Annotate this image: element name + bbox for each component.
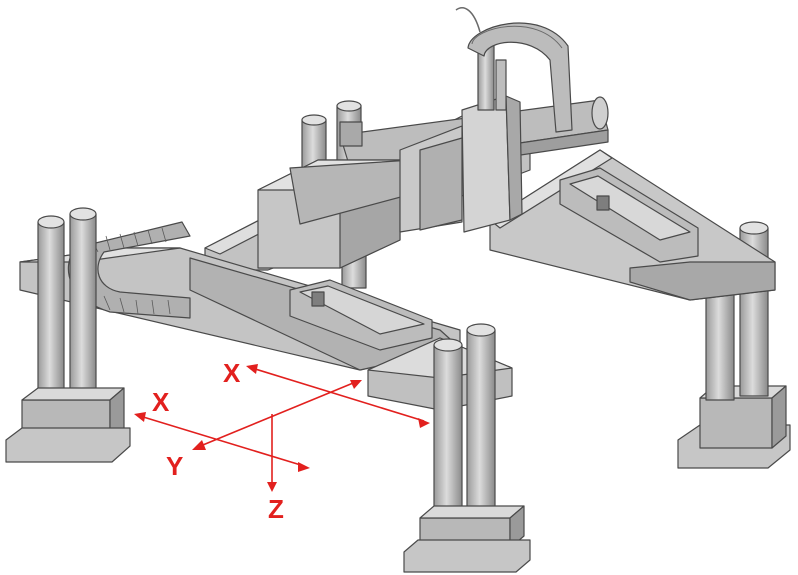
leg-front-left: [5, 207, 131, 463]
y-axis-arrow: [197, 380, 359, 448]
x-axis-upper-arrow: [251, 367, 425, 422]
x-beam-right: [489, 149, 776, 301]
x-beam-left: [19, 221, 461, 371]
carriage: [257, 125, 463, 269]
leg-front-right: [367, 323, 531, 573]
x-axis-label-lower: X: [152, 387, 170, 417]
y-axis-label: Y: [166, 451, 184, 481]
x-axis-lower-arrow: [139, 415, 305, 467]
x-axis-label-upper: X: [223, 358, 241, 388]
z-axis-label: Z: [268, 494, 284, 524]
z-axis-unit: [455, 7, 573, 233]
coordinate-axes: [134, 364, 430, 492]
gantry-structure: [5, 7, 791, 573]
